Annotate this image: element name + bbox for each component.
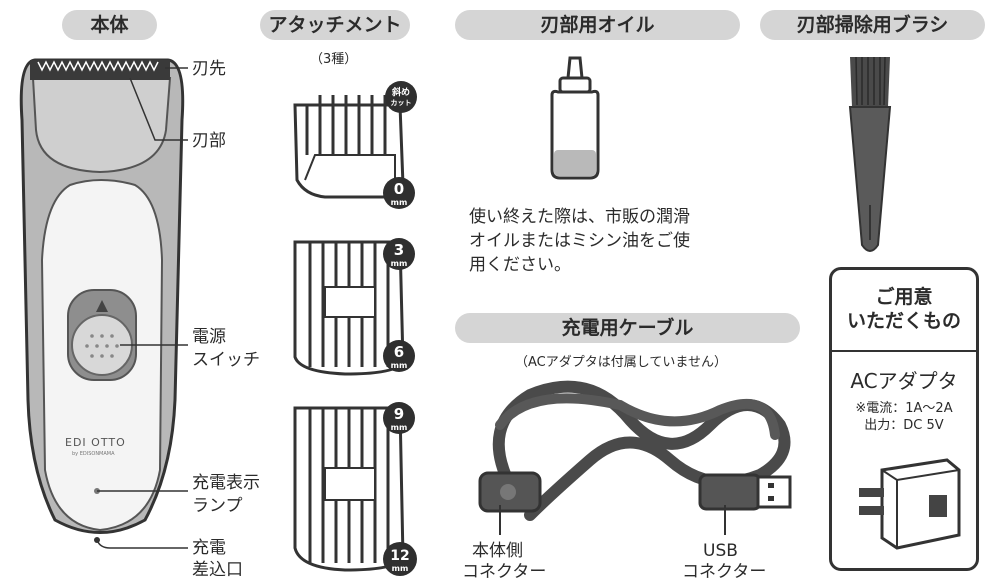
badge-3mm-unit: mm — [391, 259, 408, 268]
label-body-side-connector-2: コネクター — [462, 562, 547, 582]
usb-cable-illustration — [478, 380, 792, 535]
section-body-header: 本体 — [62, 10, 157, 40]
ac-adapter-illustration — [859, 458, 961, 550]
brand-logo: EDI OTTO — [65, 436, 126, 449]
attachment-count-note: （3種） — [310, 52, 358, 67]
items-to-prepare-box: ご用意 いただくもの ACアダプタ ※電流：1A～2A 出力：DC 5V — [829, 267, 979, 571]
cleaning-brush-illustration — [848, 56, 892, 252]
label-body-side-connector-1: 本体側 — [472, 541, 523, 561]
badge-12mm-value: 12 — [390, 548, 409, 564]
section-brush-header: 刃部掃除用ブラシ — [760, 10, 985, 40]
label-power-switch-1: 電源 — [192, 327, 226, 347]
oil-instructions-line3: 用ください。 — [469, 255, 571, 275]
cable-note: （ACアダプタは付属していません） — [515, 355, 727, 370]
badge-diagonal-cut-line1: 斜め — [391, 86, 410, 98]
oil-instructions-line1: 使い終えた際は、市販の潤滑 — [469, 207, 690, 227]
badge-diagonal-cut-line2: カット — [391, 99, 412, 107]
badge-diagonal-cut: 斜め カット — [385, 81, 417, 113]
label-port-1: 充電 — [192, 538, 226, 558]
ac-adapter-title: ACアダプタ — [850, 369, 958, 393]
badge-9mm-unit: mm — [391, 423, 408, 432]
badge-3mm: 3 mm — [383, 238, 415, 270]
badge-9mm-value: 9 — [394, 405, 404, 423]
ac-adapter-output: 出力：DC 5V — [864, 418, 944, 433]
badge-12mm: 12 mm — [383, 542, 417, 576]
badge-6mm-value: 6 — [394, 343, 404, 361]
label-port-2: 差込口 — [192, 560, 243, 580]
label-lamp-1: 充電表示 — [192, 473, 260, 493]
oil-bottle-illustration — [550, 56, 600, 180]
label-power-switch-2: スイッチ — [192, 350, 260, 370]
badge-3mm-value: 3 — [394, 241, 404, 259]
items-to-prepare-heading-line1: ご用意 — [875, 286, 933, 308]
badge-0mm: 0 mm — [383, 177, 415, 209]
badge-0mm-value: 0 — [394, 180, 404, 198]
badge-12mm-unit: mm — [392, 564, 409, 573]
label-usb-connector-2: コネクター — [682, 562, 767, 582]
label-usb-connector-1: USB — [703, 541, 738, 561]
ac-adapter-current: ※電流：1A～2A — [855, 401, 953, 416]
label-blade-tip: 刃先 — [192, 59, 226, 79]
section-oil-header: 刃部用オイル — [455, 10, 740, 40]
trimmer-body-illustration — [19, 58, 188, 549]
label-lamp-2: ランプ — [192, 496, 243, 516]
attachment-9-12mm-illustration — [293, 406, 405, 572]
badge-0mm-unit: mm — [391, 198, 408, 207]
items-to-prepare-heading: ご用意 いただくもの — [832, 270, 976, 352]
badge-6mm-unit: mm — [391, 361, 408, 370]
badge-6mm: 6 mm — [383, 340, 415, 372]
ac-adapter-spec: ※電流：1A～2A 出力：DC 5V — [832, 400, 976, 434]
section-cable-header: 充電用ケーブル — [455, 313, 800, 343]
brand-sub: by EDISONMAMA — [72, 451, 115, 457]
oil-instructions-line2: オイルまたはミシン油をご使 — [469, 231, 690, 251]
label-blade: 刃部 — [192, 131, 226, 151]
attachment-3-6mm-illustration — [293, 240, 405, 376]
items-to-prepare-heading-line2: いただくもの — [846, 310, 961, 332]
section-attachment-header: アタッチメント — [260, 10, 410, 40]
badge-9mm: 9 mm — [383, 402, 415, 434]
